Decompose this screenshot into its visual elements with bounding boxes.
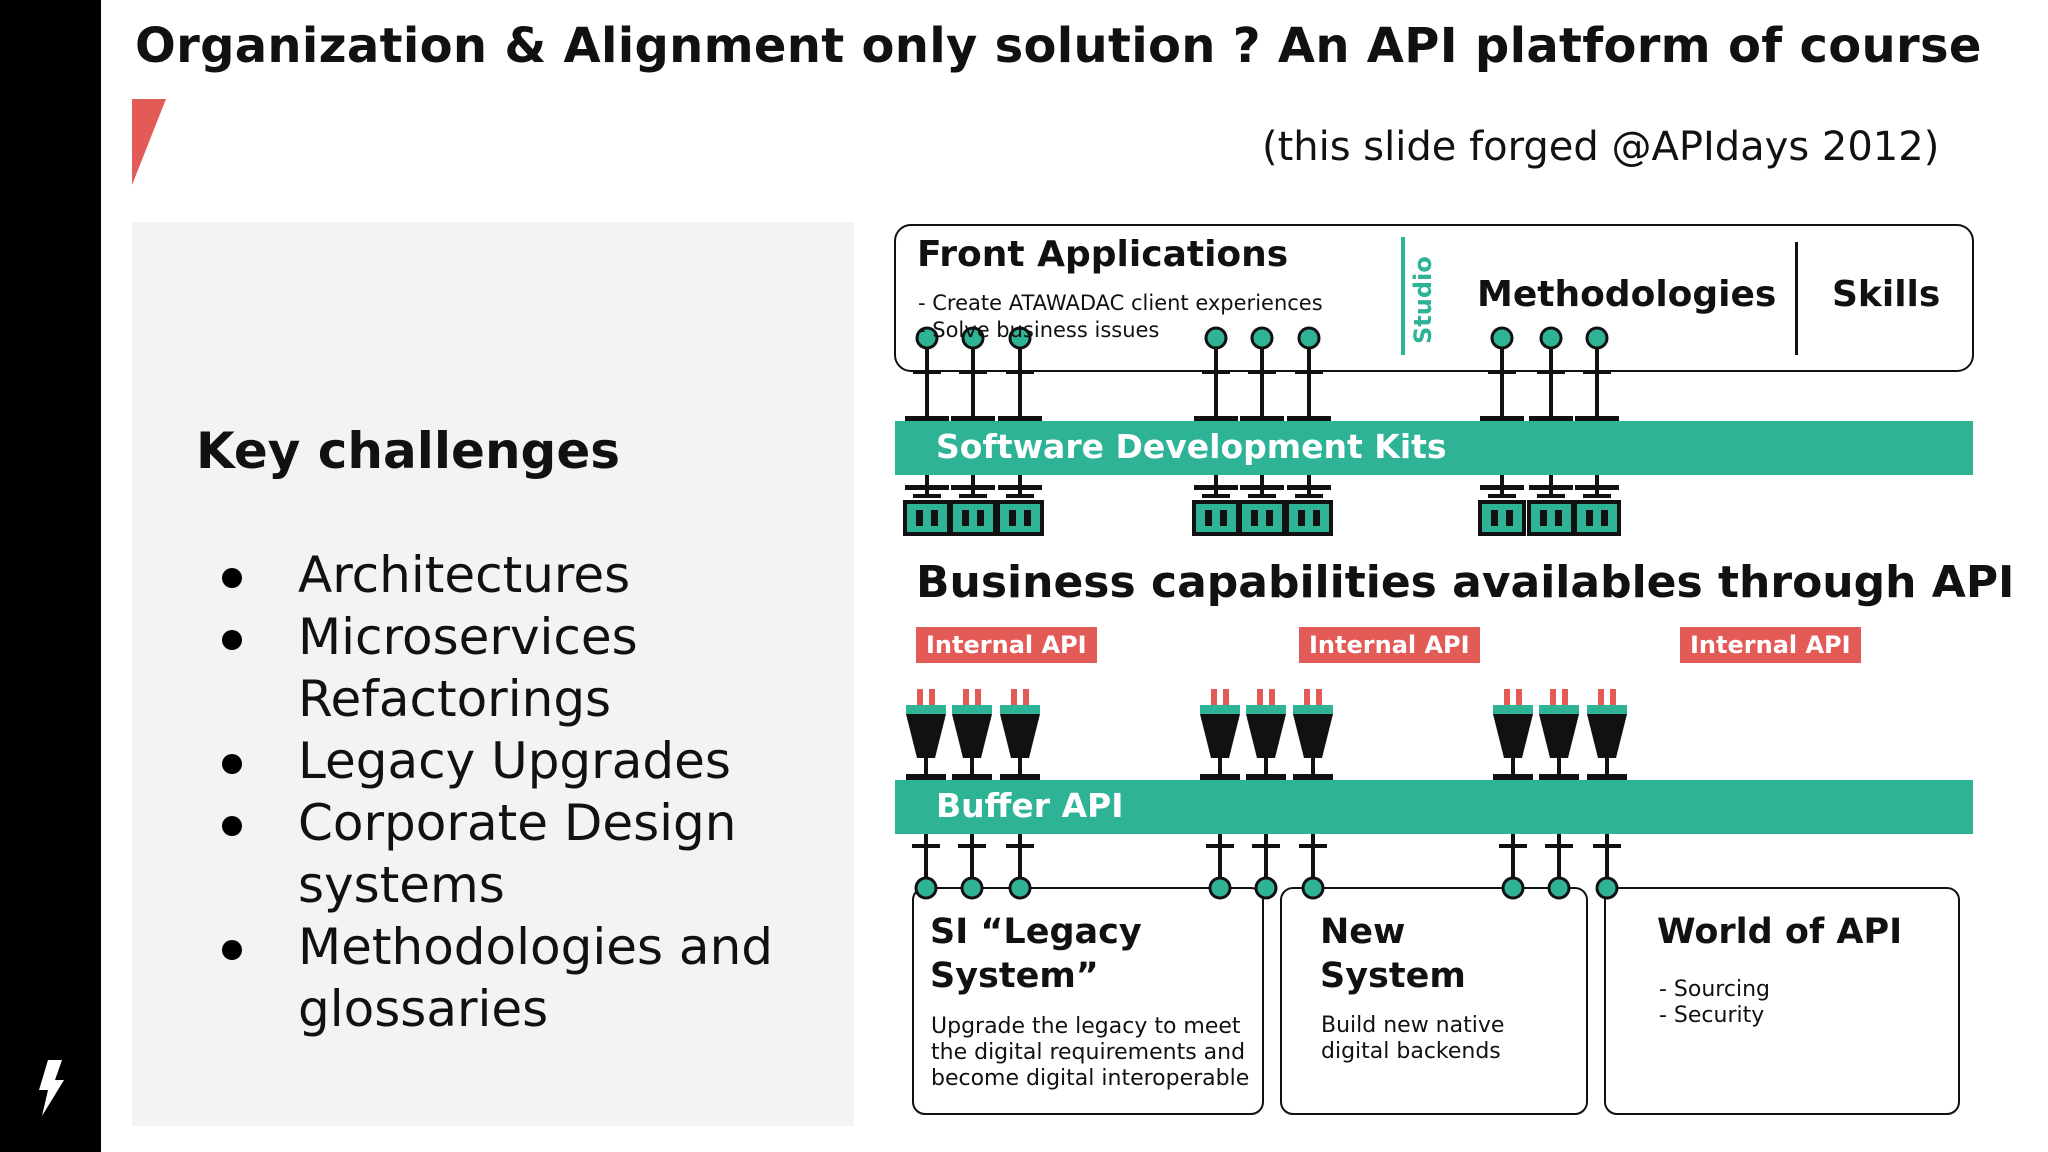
system-desc-line: Upgrade the legacy to meet xyxy=(931,1014,1241,1039)
plug-icon xyxy=(1194,326,1238,422)
front-item: - Create ATAWADAC client experiences xyxy=(918,291,1323,315)
plug-icon xyxy=(1299,834,1327,900)
system-desc-line: digital backends xyxy=(1321,1039,1501,1064)
methodologies-label: Methodologies xyxy=(1477,274,1777,315)
plug-icon xyxy=(905,326,949,422)
socket-icon xyxy=(903,475,951,536)
socket-icon xyxy=(1527,475,1575,536)
system-connectors xyxy=(912,834,1621,900)
power-plug-icon xyxy=(1587,689,1627,780)
accent-shape xyxy=(132,99,166,185)
challenge-item: Corporate Design systems xyxy=(222,792,842,916)
power-plug-icon xyxy=(1493,689,1533,780)
plug-icon xyxy=(1006,834,1034,900)
plug-icon xyxy=(1287,326,1331,422)
socket-icon xyxy=(1478,475,1526,536)
plug-icon xyxy=(1593,834,1621,900)
socket-icon xyxy=(996,475,1044,536)
plug-icon xyxy=(1499,834,1527,900)
system-title-line: SI “Legacy xyxy=(930,912,1142,952)
power-plug-icon xyxy=(1246,689,1286,780)
brand-logo-icon xyxy=(39,1060,64,1116)
front-item: - Solve business issues xyxy=(918,318,1160,342)
system-desc-line: - Sourcing xyxy=(1659,977,1770,1002)
system-desc-line: Build new native xyxy=(1321,1013,1505,1038)
legacy-system-description: Upgrade the legacy to meet the digital r… xyxy=(931,1014,1249,1092)
internal-api-badge: Internal API xyxy=(916,627,1097,663)
panel-heading: Key challenges xyxy=(196,422,620,480)
slide-subtitle: (this slide forged @APIdays 2012) xyxy=(1262,124,1940,170)
plug-icon xyxy=(958,834,986,900)
slide-title: Organization & Alignment only solution ?… xyxy=(135,18,1982,74)
plug-icon xyxy=(1252,834,1280,900)
plug-icon xyxy=(1480,326,1524,422)
power-plug-icon xyxy=(1539,689,1579,780)
socket-icon xyxy=(1573,475,1621,536)
world-of-api-description: - Sourcing - Security xyxy=(1659,977,1770,1029)
sdk-label: Software Development Kits xyxy=(936,427,1447,466)
api-platform-diagram: Front Applications - Create ATAWADAC cli… xyxy=(880,220,2014,1130)
power-plug-icon xyxy=(906,689,946,780)
diagram-graphics xyxy=(894,224,1974,1115)
key-challenges-panel: Key challenges Architectures Microservic… xyxy=(132,222,854,1126)
socket-icon xyxy=(1285,475,1333,536)
plug-icon xyxy=(1206,834,1234,900)
socket-icon xyxy=(1192,475,1240,536)
plug-icon xyxy=(998,326,1042,422)
system-title-line: System xyxy=(1320,956,1466,996)
challenge-item: Architectures xyxy=(222,544,842,606)
socket-icon xyxy=(1238,475,1286,536)
system-desc-line: become digital interoperable xyxy=(931,1066,1250,1091)
system-desc-line: the digital requirements and xyxy=(931,1040,1246,1065)
world-of-api-title: World of API xyxy=(1657,910,1902,954)
challenge-list: Architectures Microservices Refactorings… xyxy=(222,544,842,1040)
plug-icon xyxy=(1575,326,1619,422)
business-capabilities-label: Business capabilities availables through… xyxy=(916,557,2015,608)
system-title-line: World of API xyxy=(1657,912,1903,952)
internal-api-badge: Internal API xyxy=(1680,627,1861,663)
sdk-band xyxy=(895,421,1973,475)
system-desc-line: - Security xyxy=(1659,1003,1765,1028)
sdk-sockets xyxy=(903,475,1621,536)
plug-icon xyxy=(1529,326,1573,422)
new-system-title: New System xyxy=(1320,910,1466,998)
power-plug-icon xyxy=(1293,689,1333,780)
legacy-system-title: SI “Legacy System” xyxy=(930,910,1142,998)
challenge-item: Microservices Refactorings xyxy=(222,606,842,730)
legacy-system-box xyxy=(912,887,1264,1115)
skills-divider xyxy=(1795,242,1798,355)
front-connectors xyxy=(905,326,1619,422)
new-system-box xyxy=(1280,887,1588,1115)
plug-icon xyxy=(1545,834,1573,900)
plug-icon xyxy=(912,834,940,900)
internal-api-plugs xyxy=(906,689,1627,780)
power-plug-icon xyxy=(1200,689,1240,780)
sidebar xyxy=(0,0,101,1152)
front-applications-title: Front Applications xyxy=(917,234,1289,275)
system-title-line: New xyxy=(1320,912,1406,952)
system-title-line: System” xyxy=(930,956,1099,996)
skills-label: Skills xyxy=(1832,274,1941,315)
plug-icon xyxy=(1240,326,1284,422)
internal-api-badge: Internal API xyxy=(1299,627,1480,663)
studio-divider xyxy=(1401,237,1405,355)
power-plug-icon xyxy=(1000,689,1040,780)
world-of-api-box xyxy=(1604,887,1960,1115)
studio-label: Studio xyxy=(1409,256,1437,344)
diagram-boxes xyxy=(894,224,1974,1115)
plug-icon xyxy=(951,326,995,422)
buffer-api-label: Buffer API xyxy=(936,786,1124,825)
new-system-description: Build new native digital backends xyxy=(1321,1013,1504,1065)
socket-icon xyxy=(949,475,997,536)
challenge-item: Legacy Upgrades xyxy=(222,730,842,792)
challenge-item: Methodologies and glossaries xyxy=(222,916,842,1040)
front-applications-box xyxy=(894,224,1974,372)
power-plug-icon xyxy=(952,689,992,780)
buffer-band xyxy=(895,780,1973,834)
